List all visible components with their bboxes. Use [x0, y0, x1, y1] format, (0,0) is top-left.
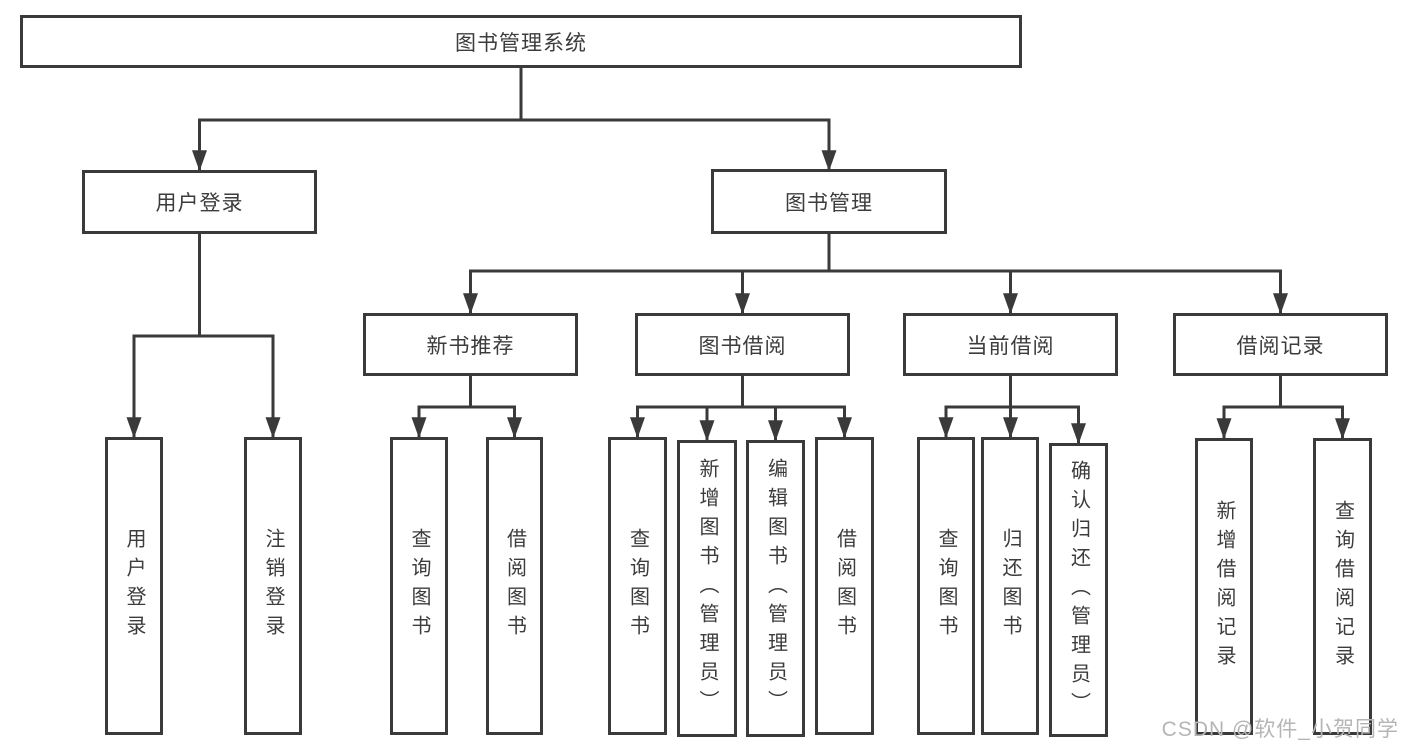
node-leaf-edit-books-admin: 编辑图书（管理员）	[746, 440, 805, 737]
node-leaf-return-books: 归还图书	[981, 437, 1039, 735]
node-leaf-query-borrowing-record: 查询借阅记录	[1313, 438, 1372, 735]
node-leaf-query-books-borrowing: 查询图书	[608, 437, 667, 735]
node-leaf-logout: 注销登录	[244, 437, 302, 735]
node-leaf-query-books-current: 查询图书	[917, 437, 975, 735]
node-user-login: 用户登录	[82, 170, 317, 234]
node-borrowing-records: 借阅记录	[1173, 313, 1388, 376]
node-leaf-borrow-books-recommend: 借阅图书	[486, 437, 543, 735]
node-leaf-borrow-books-borrowing: 借阅图书	[815, 437, 874, 735]
node-leaf-query-books-recommend: 查询图书	[390, 437, 448, 735]
node-book-borrowing: 图书借阅	[635, 313, 850, 376]
node-leaf-add-borrowing-record: 新增借阅记录	[1195, 438, 1253, 735]
node-leaf-confirm-return-admin: 确认归还（管理员）	[1049, 443, 1108, 737]
node-leaf-user-login: 用户登录	[105, 437, 163, 735]
node-new-book-recommend: 新书推荐	[363, 313, 578, 376]
node-leaf-add-books-admin: 新增图书（管理员）	[677, 440, 737, 737]
node-library-management-system: 图书管理系统	[20, 15, 1022, 68]
csdn-watermark: CSDN @软件_小贺同学	[1161, 718, 1399, 741]
node-book-management: 图书管理	[711, 169, 947, 234]
node-current-borrowing: 当前借阅	[903, 313, 1118, 376]
